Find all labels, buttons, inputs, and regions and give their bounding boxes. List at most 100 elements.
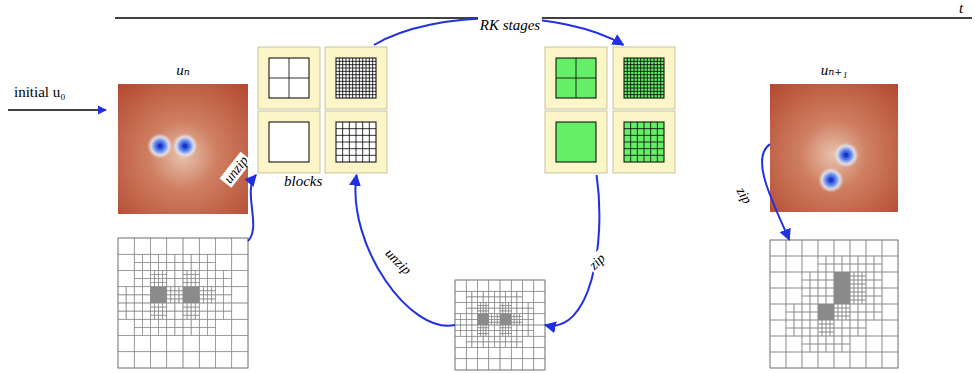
mesh-cell	[478, 305, 481, 308]
mesh-cell	[187, 295, 191, 299]
mesh-cell	[503, 322, 506, 325]
mesh-cell	[786, 272, 802, 288]
flow-arrow	[545, 175, 599, 326]
mesh-cell	[171, 299, 175, 303]
mesh-cell	[159, 295, 163, 299]
mesh-cell	[224, 279, 232, 287]
mesh-cell	[489, 303, 495, 309]
mesh-cell	[850, 240, 866, 256]
mesh-cell	[511, 303, 517, 309]
mesh-cell	[466, 319, 472, 325]
mesh-cell	[850, 284, 854, 288]
mesh-cell	[882, 352, 898, 368]
mesh-cell	[826, 328, 830, 332]
mesh-cell	[838, 284, 842, 288]
mesh-cell	[842, 328, 850, 336]
mesh-cell	[480, 317, 483, 320]
block-grid	[336, 122, 376, 162]
grid-line	[624, 88, 664, 89]
mesh-cell	[472, 314, 478, 320]
mesh-cell	[195, 291, 199, 295]
grid-line	[336, 155, 376, 156]
mesh-cell	[207, 311, 215, 319]
mesh-cell	[802, 256, 818, 272]
mesh-cell	[159, 271, 163, 275]
grid-line	[336, 94, 376, 95]
mesh-cell	[830, 324, 834, 328]
mesh-cell	[866, 264, 874, 272]
grid-line	[369, 58, 370, 98]
mesh-cell	[818, 304, 822, 308]
mesh-cell	[478, 359, 489, 370]
mesh-cell	[826, 344, 834, 352]
mesh-cell	[508, 303, 511, 306]
adaptive-mesh	[118, 238, 898, 370]
mesh-cell	[494, 291, 500, 297]
mesh-cell	[203, 291, 207, 295]
mesh-cell	[523, 308, 529, 314]
mesh-cell	[159, 315, 163, 319]
mesh-cell	[842, 320, 850, 328]
mesh-cell	[826, 280, 834, 288]
mesh-cell	[118, 254, 134, 270]
block-tile	[545, 47, 607, 109]
grid-line	[336, 148, 376, 149]
mesh-cell	[151, 262, 159, 270]
mesh-cell	[159, 291, 163, 295]
mesh-cell	[517, 297, 523, 303]
mesh-cell	[842, 316, 846, 320]
mesh-cell	[466, 291, 472, 297]
mesh-cell	[151, 279, 155, 283]
mesh-cell	[503, 319, 506, 322]
mesh-cell	[534, 325, 545, 336]
mesh-cell	[866, 352, 882, 368]
mesh-cell	[802, 240, 818, 256]
mesh-cell	[134, 295, 142, 303]
mesh-cell	[167, 352, 183, 368]
mesh-cell	[461, 331, 467, 337]
mesh-cell	[500, 303, 503, 306]
mesh-cell	[483, 319, 486, 322]
mesh-cell	[151, 287, 155, 291]
mesh-cell	[882, 240, 898, 256]
mesh-cell	[191, 315, 195, 319]
mesh-cell	[167, 319, 175, 327]
mesh-cell	[480, 322, 483, 325]
mesh-cell	[802, 288, 810, 296]
mesh-cell	[142, 254, 150, 262]
mesh-cell	[155, 303, 159, 307]
mesh-cell	[492, 317, 495, 320]
mesh-cell	[830, 320, 834, 324]
mesh-cell	[183, 352, 199, 368]
grid-line	[359, 58, 360, 98]
mesh-cell	[858, 256, 866, 264]
solution-image	[118, 84, 248, 214]
mesh-cell	[466, 342, 472, 348]
mesh-cell	[134, 271, 142, 279]
mesh-cell	[822, 308, 826, 312]
mesh-cell	[850, 288, 854, 292]
mesh-cell	[503, 308, 506, 311]
mesh-cell	[151, 311, 155, 315]
panel-heading: uₙ	[118, 60, 248, 80]
mesh-cell	[517, 336, 523, 342]
mesh-cell	[187, 283, 191, 287]
mesh-cell	[126, 311, 134, 319]
mesh-cell	[171, 291, 175, 295]
mesh-cell	[187, 275, 191, 279]
mesh-cell	[850, 296, 854, 300]
mesh-cell	[211, 291, 215, 295]
mesh-cell	[500, 280, 511, 291]
mesh-cell	[159, 299, 163, 303]
mesh-cell	[224, 287, 232, 295]
grid-line	[624, 91, 664, 92]
mesh-cell	[175, 262, 183, 270]
mesh-cell	[866, 272, 874, 280]
mesh-cell	[508, 308, 511, 311]
mesh-cell	[211, 295, 215, 299]
edge-label: zip	[584, 249, 609, 274]
mesh-cell	[191, 327, 199, 335]
mesh-cell	[151, 299, 155, 303]
mesh-cell	[818, 264, 826, 272]
mesh-cell	[167, 291, 171, 295]
